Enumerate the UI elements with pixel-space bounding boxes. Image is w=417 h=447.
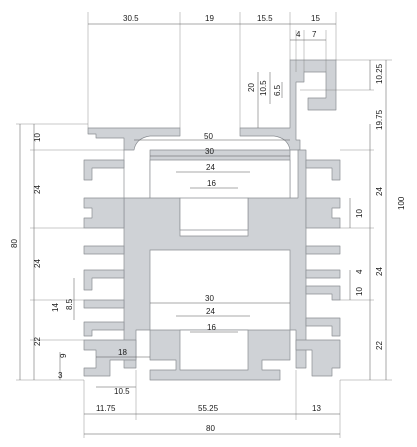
dimension-labels: 30.5 19 15.5 15 4 7 20 10.5 6.5 10.25 19… [10, 14, 406, 433]
dim-inner-16a: 16 [207, 179, 216, 188]
dim-left-80: 80 [10, 239, 19, 248]
dim-hook-10-5: 10.5 [259, 80, 268, 96]
left-fin-2 [83, 197, 125, 229]
lower-cavity [149, 249, 291, 331]
dim-bottom-80: 80 [206, 424, 215, 433]
left-fin-3 [83, 245, 125, 255]
dim-right-24a: 24 [375, 187, 384, 196]
lower-channel [179, 329, 249, 371]
dim-right-100: 100 [397, 196, 406, 210]
right-fin-3 [305, 245, 341, 255]
right-fin-4 [305, 269, 341, 279]
dimension-lines [16, 12, 392, 438]
right-fin-5 [305, 285, 341, 301]
dim-hook-4: 4 [296, 30, 301, 39]
dim-right-10b: 10 [355, 287, 364, 296]
dim-left-22: 22 [33, 337, 42, 346]
dim-inner-10-5: 10.5 [114, 387, 130, 396]
right-fin-2 [305, 197, 341, 229]
dim-right-24b: 24 [375, 267, 384, 276]
dim-left-8-5: 8.5 [65, 298, 74, 310]
dim-right-4: 4 [355, 269, 364, 274]
left-fin-6 [83, 321, 125, 337]
dim-right-22: 22 [375, 341, 384, 350]
dim-right-19-75: 19.75 [375, 109, 384, 130]
dim-top-30-5: 30.5 [123, 14, 139, 23]
dim-bottom-55-25: 55.25 [198, 404, 219, 413]
left-fin-1 [83, 159, 125, 181]
dim-left-3: 3 [58, 371, 63, 380]
dim-inner-30a: 30 [205, 147, 214, 156]
dim-inner-24b: 24 [206, 307, 215, 316]
dim-inner-16b: 16 [207, 323, 216, 332]
right-foot [295, 339, 341, 377]
dim-right-10a: 10 [355, 209, 364, 218]
dim-inner-30b: 30 [205, 294, 214, 303]
right-fin-1 [305, 159, 341, 181]
dim-hook-7: 7 [312, 30, 317, 39]
dim-inner-50: 50 [204, 132, 213, 141]
dim-hook-20: 20 [247, 83, 256, 92]
upper-right-hook [239, 59, 337, 151]
upper-left-arm [87, 127, 181, 151]
middle-channel [179, 197, 249, 231]
dim-inner-18: 18 [118, 348, 127, 357]
dim-left-9: 9 [59, 353, 68, 358]
dim-left-24a: 24 [33, 185, 42, 194]
dim-top-19: 19 [205, 14, 214, 23]
dim-right-10-25: 10.25 [375, 63, 384, 84]
left-foot [83, 339, 137, 377]
dim-hook-6-5: 6.5 [273, 84, 282, 96]
dim-inner-24a: 24 [206, 163, 215, 172]
dim-top-15: 15 [311, 14, 320, 23]
dim-bottom-13: 13 [312, 404, 321, 413]
left-fin-4 [83, 269, 125, 291]
dim-top-15-5: 15.5 [257, 14, 273, 23]
dim-left-24b: 24 [33, 259, 42, 268]
right-fin-6 [305, 317, 341, 337]
left-fin-5 [83, 299, 125, 309]
aluminum-profile [83, 59, 341, 381]
dim-bottom-11-75: 11.75 [96, 404, 116, 413]
dim-left-14: 14 [51, 303, 60, 312]
dim-left-10: 10 [33, 133, 42, 142]
